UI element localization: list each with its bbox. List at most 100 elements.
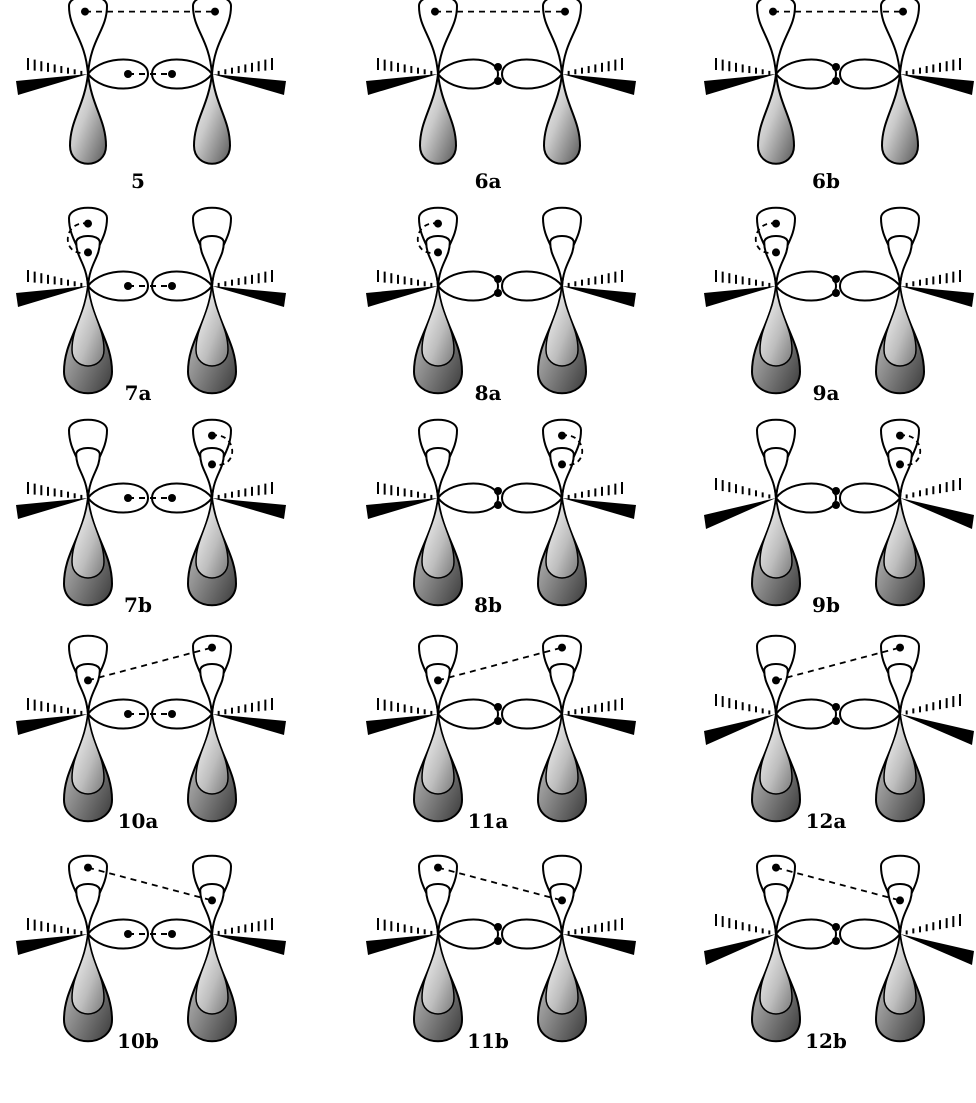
lower-lobe: [880, 73, 920, 165]
upper-lobe-inner: [887, 234, 913, 287]
lower-lobe-inner: [71, 285, 105, 367]
electron-dot: [772, 863, 780, 872]
electron-dot: [168, 494, 176, 502]
upper-lobe-inner: [75, 882, 101, 935]
electron-dot: [434, 676, 442, 685]
hashed-wedge-bond: [377, 482, 433, 499]
hashed-wedge-bond: [27, 698, 83, 715]
diagram-cell-8a: 8a: [366, 206, 636, 405]
electron-dot: [772, 676, 780, 685]
sigma-lobe-left: [774, 58, 838, 90]
lower-lobe-inner: [545, 933, 579, 1015]
sigma-lobe-right: [838, 918, 902, 950]
compound-label: 5: [131, 169, 145, 193]
lower-lobe-inner: [71, 713, 105, 795]
compound-label: 6b: [812, 169, 840, 193]
upper-lobe-outer: [755, 0, 797, 75]
solid-wedge-bond: [704, 498, 776, 529]
solid-wedge-bond: [212, 74, 286, 95]
electron-pair-dot: [494, 487, 502, 495]
compound-label: 6a: [475, 169, 502, 193]
solid-wedge-bond: [562, 498, 636, 519]
lower-lobe-inner: [421, 497, 455, 579]
hashed-wedge-bond: [217, 58, 273, 75]
hashed-wedge-bond: [715, 914, 771, 935]
lower-lobe-inner: [759, 497, 793, 579]
upper-lobe-outer: [879, 0, 921, 75]
electron-dot: [124, 930, 132, 938]
diagram-cell-10a: 10a: [16, 634, 286, 833]
electron-dot: [769, 7, 777, 16]
compound-label: 7a: [125, 381, 152, 405]
electron-pair-dot: [832, 501, 840, 509]
solid-wedge-bond: [704, 934, 776, 965]
diagram-cell-7b: 7b: [16, 418, 286, 617]
hashed-wedge-bond: [567, 58, 623, 75]
electron-dot: [168, 710, 176, 718]
electron-pair-dot: [832, 923, 840, 931]
upper-lobe-inner: [549, 446, 575, 499]
compound-label: 8a: [475, 381, 502, 405]
electron-dot: [124, 70, 132, 78]
hashed-wedge-bond: [377, 918, 433, 935]
solid-wedge-bond: [562, 934, 636, 955]
solid-wedge-bond: [366, 498, 438, 519]
same-atom-coupling-arc: [416, 222, 439, 254]
solid-wedge-bond: [16, 934, 88, 955]
electron-pair-dot: [494, 923, 502, 931]
lower-lobe-inner: [71, 933, 105, 1015]
lower-lobe-inner: [71, 497, 105, 579]
sigma-lobe-right: [838, 58, 902, 90]
electron-pair-dot: [494, 501, 502, 509]
lower-lobe-inner: [759, 933, 793, 1015]
sigma-lobe-left: [436, 482, 500, 514]
hashed-wedge-bond: [567, 482, 623, 499]
diagram-cell-6a: 6a: [366, 0, 636, 193]
electron-pair-dot: [494, 937, 502, 945]
hashed-wedge-bond: [217, 482, 273, 499]
electron-pair-dot: [832, 289, 840, 297]
solid-wedge-bond: [366, 714, 438, 735]
solid-wedge-bond: [366, 934, 438, 955]
solid-wedge-bond: [900, 934, 974, 965]
lower-lobe-inner: [883, 497, 917, 579]
electron-dot: [561, 7, 569, 16]
hashed-wedge-bond: [217, 918, 273, 935]
electron-dot: [124, 282, 132, 290]
sigma-lobe-left: [86, 918, 150, 950]
sigma-lobe-right: [838, 698, 902, 730]
lower-lobe-inner: [421, 933, 455, 1015]
electron-dot: [168, 70, 176, 78]
diagram-cell-6b: 6b: [704, 0, 974, 193]
lower-lobe: [192, 73, 232, 165]
solid-wedge-bond: [16, 74, 88, 95]
solid-wedge-bond: [704, 74, 776, 95]
hashed-wedge-bond: [217, 698, 273, 715]
upper-lobe-inner: [763, 882, 789, 935]
upper-lobe-outer: [417, 0, 459, 75]
electron-pair-dot: [832, 63, 840, 71]
upper-lobe-inner: [425, 234, 451, 287]
electron-dot: [124, 710, 132, 718]
solid-wedge-bond: [212, 498, 286, 519]
lower-lobe-inner: [195, 285, 229, 367]
sigma-lobe-right: [500, 482, 564, 514]
lower-lobe: [418, 73, 458, 165]
hashed-wedge-bond: [27, 58, 83, 75]
solid-wedge-bond: [900, 714, 974, 745]
sigma-lobe-right: [500, 270, 564, 302]
hashed-wedge-bond: [715, 270, 771, 287]
sigma-lobe-left: [774, 698, 838, 730]
upper-lobe-inner: [75, 662, 101, 715]
electron-dot: [434, 863, 442, 872]
lower-lobe-inner: [545, 285, 579, 367]
compound-label: 8b: [474, 593, 502, 617]
electron-pair-dot: [832, 77, 840, 85]
lower-lobe-inner: [421, 285, 455, 367]
sigma-lobe-left: [436, 918, 500, 950]
electron-dot: [168, 282, 176, 290]
electron-dot: [84, 863, 92, 872]
solid-wedge-bond: [562, 74, 636, 95]
solid-wedge-bond: [562, 714, 636, 735]
